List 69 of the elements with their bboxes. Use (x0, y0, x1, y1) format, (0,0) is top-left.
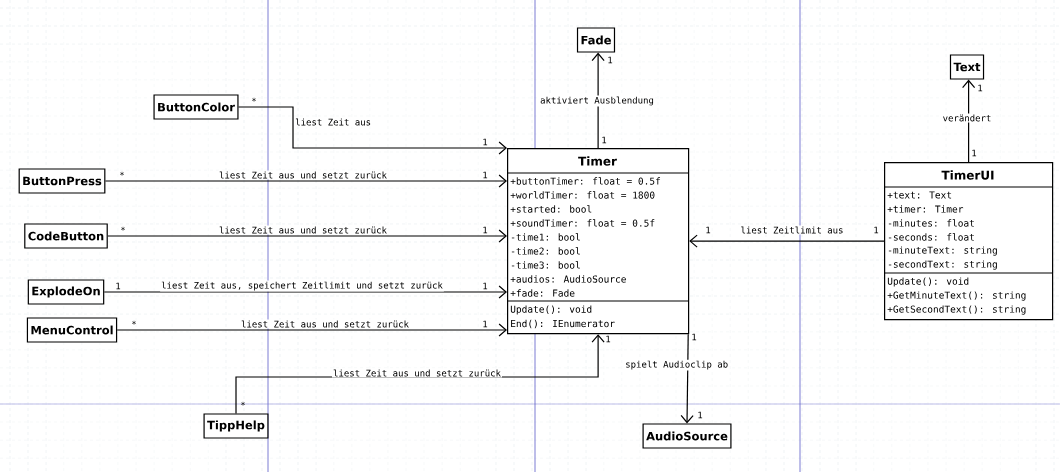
attribute: -secondText: string (888, 260, 997, 270)
class-box: CodeButton (24, 223, 108, 249)
multiplicity: 1 (483, 138, 488, 146)
edge-label: liest Zeit aus und setzt zurück (332, 368, 502, 378)
attribute: +text: Text (887, 191, 952, 199)
edge-label: liest Zeitlimit aus (739, 225, 845, 235)
multiplicity: 1 (602, 136, 607, 144)
attribute: +started: bool (510, 205, 592, 213)
class-box: TippHelp (203, 413, 269, 439)
edge-label: liest Zeit aus, speichert Zeitlimit und setzt zurück (160, 280, 444, 292)
multiplicity: 1 (874, 226, 879, 234)
attribute: +timer: Timer (887, 205, 964, 213)
attribute: +fade: Fade (510, 289, 575, 297)
class-box: AudioSource (642, 423, 732, 449)
multiplicity: * (120, 171, 124, 176)
edge-label: verändert (941, 113, 993, 123)
multiplicity: 1 (483, 320, 488, 328)
association-arrow (103, 285, 507, 299)
multiplicity: * (121, 226, 125, 231)
class-name: Timer (578, 156, 617, 166)
class-box: ButtonColor (153, 94, 239, 120)
association-arrow (962, 79, 976, 163)
class-box: Text (949, 54, 985, 80)
association-arrow (237, 106, 507, 155)
association-arrow (689, 234, 885, 248)
method: Update(): void (510, 305, 592, 315)
class-name: TimerUI (941, 170, 994, 180)
attribute: +soundTimer: float = 0.5f (510, 219, 655, 227)
multiplicity: 1 (972, 149, 977, 157)
method: +GetSecondText(): string (887, 305, 1026, 315)
method: +GetMinuteText(): string (887, 291, 1026, 301)
edge-label: liest Zeit aus und setzt zurück (218, 225, 388, 235)
multiplicity: 1 (606, 335, 611, 343)
edge-label: liest Zeit aus und setzt zurück (240, 319, 410, 329)
multiplicity: 1 (483, 282, 488, 290)
class-box (506, 148, 690, 335)
association-arrow (591, 52, 605, 149)
association-arrow (104, 174, 507, 188)
attribute: +worldTimer: float = 1800 (510, 191, 655, 199)
attribute: -time3: bool (511, 261, 580, 269)
multiplicity: 1 (706, 226, 711, 234)
association-arrow (680, 333, 694, 424)
edge-label: aktiviert Ausblendung (539, 95, 655, 107)
method: End(): IEnumerator (511, 319, 615, 329)
multiplicity: 1 (483, 171, 488, 179)
multiplicity: 1 (116, 282, 121, 290)
attribute: -minutes: float (888, 219, 974, 227)
attribute: -time1: bool (511, 233, 580, 241)
class-box: ExplodeOn (27, 279, 105, 305)
attribute: +buttonTimer: float = 0.5f (510, 177, 660, 185)
edge-label: liest Zeit aus (294, 117, 373, 127)
multiplicity: * (241, 401, 245, 406)
multiplicity: 1 (483, 226, 488, 234)
attribute: +audios: AudioSource (510, 275, 626, 283)
multiplicity: 1 (692, 333, 697, 341)
class-box (883, 162, 1054, 321)
class-box: Fade (576, 27, 616, 53)
attribute: -seconds: float (888, 233, 974, 241)
edge-label: spielt Audioclip ab (624, 359, 730, 371)
class-box: ButtonPress (18, 168, 106, 194)
attribute: -time2: bool (511, 247, 580, 255)
multiplicity: * (252, 97, 256, 102)
attribute: -minuteText: string (888, 246, 997, 256)
edge-label: liest Zeit aus und setzt zurück (218, 170, 388, 180)
class-box: MenuControl (26, 317, 118, 343)
multiplicity: * (132, 320, 136, 325)
method: Update(): void (887, 277, 969, 287)
association-arrow (116, 323, 507, 337)
association-arrow (107, 229, 507, 243)
